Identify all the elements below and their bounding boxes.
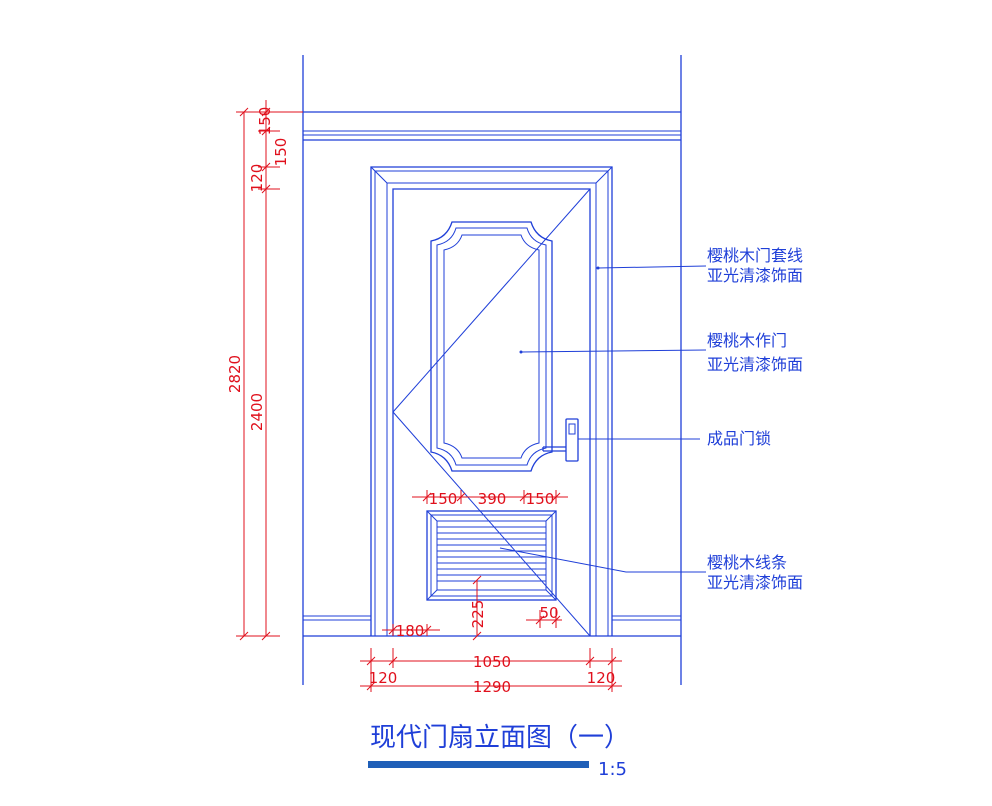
dim-2820: 2820 xyxy=(226,355,244,393)
title-underline xyxy=(368,761,589,768)
door-lock xyxy=(542,418,579,462)
dim-panel-150-left: 150 xyxy=(429,490,458,508)
width-dimensions xyxy=(360,648,622,692)
panel-dimensions xyxy=(412,490,568,504)
door-leaf xyxy=(392,188,591,637)
dim-casing-right-120: 120 xyxy=(587,669,616,687)
louver-dimensions xyxy=(382,575,562,641)
note-door-line1: 樱桃木作门 xyxy=(707,331,787,350)
dim-1050: 1050 xyxy=(473,653,511,671)
dim-2400: 2400 xyxy=(248,393,266,431)
note-frame-line2: 亚光清漆饰面 xyxy=(707,266,803,285)
dim-top-150: 150 xyxy=(256,107,274,136)
dim-225: 225 xyxy=(469,600,487,629)
note-louver-line2: 亚光清漆饰面 xyxy=(707,573,803,592)
dim-panel-150-right: 150 xyxy=(526,490,555,508)
dim-120: 120 xyxy=(248,164,266,193)
drawing-title: 现代门扇立面图（一） xyxy=(370,723,630,753)
note-louver-line1: 樱桃木线条 xyxy=(707,553,787,572)
dim-panel-390: 390 xyxy=(478,490,507,508)
dim-180: 180 xyxy=(396,622,425,640)
dim-150-b: 150 xyxy=(272,138,290,167)
door-panel xyxy=(430,221,553,472)
leader-lines xyxy=(499,265,707,573)
note-door-line2: 亚光清漆饰面 xyxy=(707,355,803,374)
note-lock: 成品门锁 xyxy=(707,429,771,448)
louver-vent xyxy=(426,510,557,601)
dim-50: 50 xyxy=(539,604,558,622)
vertical-dimensions xyxy=(236,100,303,641)
door-casing xyxy=(370,166,613,636)
dim-1290: 1290 xyxy=(473,678,511,696)
drawing-scale: 1:5 xyxy=(598,759,627,780)
note-frame-line1: 樱桃木门套线 xyxy=(707,246,803,265)
dim-casing-left-120: 120 xyxy=(369,669,398,687)
wall-outline xyxy=(302,55,682,685)
